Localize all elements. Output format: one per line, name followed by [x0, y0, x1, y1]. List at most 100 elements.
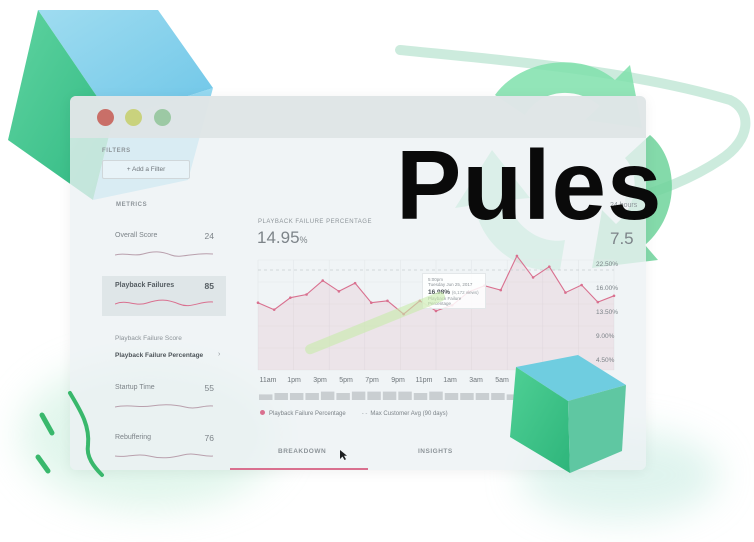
data-point [515, 254, 519, 258]
submetric-playback-failure-score[interactable]: Playback Failure Score [115, 335, 182, 342]
data-point [499, 288, 503, 292]
volume-bar [259, 394, 273, 400]
submetric-playback-failure-percentage[interactable]: Playback Failure Percentage [115, 352, 204, 359]
metric-value: 76 [204, 433, 214, 443]
legend-series-2: Max Customer Avg (90 days) [370, 411, 448, 417]
chevron-right-icon: › [218, 351, 221, 358]
tooltip-date: Tuesday Jun 25, 2017 [428, 282, 473, 287]
y-tick-label: 13.50% [596, 309, 618, 316]
data-point [305, 293, 308, 296]
data-point [369, 301, 373, 305]
volume-bar [382, 391, 397, 400]
y-tick-label: 16.00% [596, 285, 618, 292]
y-tick-label: 22.50% [596, 261, 618, 268]
x-tick-label: 7pm [365, 377, 379, 384]
x-tick-label: 1pm [287, 377, 301, 384]
tab-breakdown[interactable]: BREAKDOWN [278, 448, 327, 455]
volume-bar [413, 393, 428, 400]
data-point [256, 301, 260, 305]
data-point [353, 281, 357, 285]
metrics-label: METRICS [116, 202, 148, 208]
metric-startup-time[interactable]: Startup Time 55 [102, 378, 226, 418]
volume-bar [429, 391, 443, 400]
metric-value: 24 [204, 231, 214, 241]
x-tick-label: 3pm [313, 377, 327, 384]
data-point [289, 296, 292, 299]
window-titlebar [70, 96, 646, 138]
data-point [337, 290, 341, 293]
x-tick-label: 1am [443, 377, 457, 384]
data-point [580, 283, 583, 287]
dashboard-window: FILTERS + Add a Filter METRICS Overall S… [70, 96, 646, 470]
metric-label: Overall Score [115, 232, 158, 239]
chart-title: PLAYBACK FAILURE PERCENTAGE [258, 219, 372, 225]
y-tick-label: 9.00% [596, 333, 615, 340]
maximize-window-button[interactable] [154, 109, 171, 126]
metric-label: Rebuffering [115, 434, 152, 441]
x-tick-label: 5am [495, 377, 509, 384]
data-point [272, 308, 276, 311]
tooltip-views: (6,172 views) [451, 290, 479, 295]
data-point [564, 291, 567, 294]
sparkline-icon [115, 299, 213, 307]
legend-series-1: Playback Failure Percentage [269, 411, 346, 417]
data-point [531, 276, 535, 279]
volume-bar [506, 394, 521, 400]
volume-bar [460, 393, 474, 400]
current-value: 14.95% [257, 228, 308, 248]
minimize-window-button[interactable] [125, 109, 142, 126]
x-tick-label: 11am [260, 377, 277, 384]
metric-overall-score[interactable]: Overall Score 24 [102, 226, 226, 272]
volume-bar [367, 391, 381, 400]
volume-bar [351, 391, 366, 400]
tab-insights[interactable]: INSIGHTS [418, 448, 453, 455]
x-tick-label: 9pm [391, 377, 405, 384]
volume-bar [444, 393, 459, 400]
data-point [321, 279, 325, 282]
comparison-value: 7.5 [610, 229, 634, 248]
volume-bar [305, 393, 319, 400]
headline-title: Pules [396, 130, 663, 240]
leaf-strokes-decoration [35, 391, 104, 477]
x-tick-label: 5pm [339, 377, 353, 384]
x-tick-label: 3am [469, 377, 483, 384]
sparkline-icon [115, 453, 213, 459]
volume-bar [398, 391, 412, 400]
y-tick-label: 4.50% [596, 357, 615, 364]
x-tick-label: 11pm [416, 377, 433, 384]
filters-label: FILTERS [102, 148, 131, 154]
metric-label: Startup Time [115, 384, 155, 391]
chart-panel: 24 hours PLAYBACK FAILURE PERCENTAGE 14.… [230, 138, 646, 470]
failure-percentage-chart[interactable]: 11am 1pm 3pm 5pm 7pm 9pm 11pm 1am 3am 5am 22.50% 16… [230, 138, 646, 438]
volume-bar [336, 393, 350, 400]
data-point [612, 294, 616, 298]
metric-rebuffering[interactable]: Rebuffering 76 [102, 428, 226, 468]
current-value-unit: % [299, 235, 308, 245]
sparkline-icon [115, 251, 213, 257]
data-point [434, 309, 438, 313]
volume-bar [289, 393, 304, 400]
data-point [547, 265, 551, 268]
time-range-select[interactable]: 24 hours [610, 202, 638, 209]
chart-legend: Playback Failure Percentage- -Max Custom… [260, 410, 448, 417]
volume-bar [475, 393, 490, 400]
active-tab-indicator [230, 468, 368, 470]
legend-dot-icon [260, 410, 265, 415]
metric-value: 55 [204, 383, 214, 393]
close-window-button[interactable] [97, 109, 114, 126]
current-value-number: 14.95 [257, 228, 300, 247]
cube-bottom-right-decoration [510, 355, 626, 473]
metric-playback-failures[interactable]: Playback Failures 85 [102, 276, 226, 316]
volume-bar [491, 393, 505, 400]
mouse-cursor-icon [340, 450, 347, 460]
data-point [596, 300, 600, 304]
volume-bar [320, 391, 335, 400]
metric-value: 85 [204, 281, 214, 291]
sparkline-icon [115, 404, 213, 409]
bottom-tabs: BREAKDOWN INSIGHTS [230, 438, 646, 470]
add-filter-button[interactable]: + Add a Filter [102, 160, 190, 179]
volume-bar [274, 393, 288, 400]
metrics-sidebar: FILTERS + Add a Filter METRICS Overall S… [70, 138, 230, 470]
data-point [386, 299, 389, 303]
